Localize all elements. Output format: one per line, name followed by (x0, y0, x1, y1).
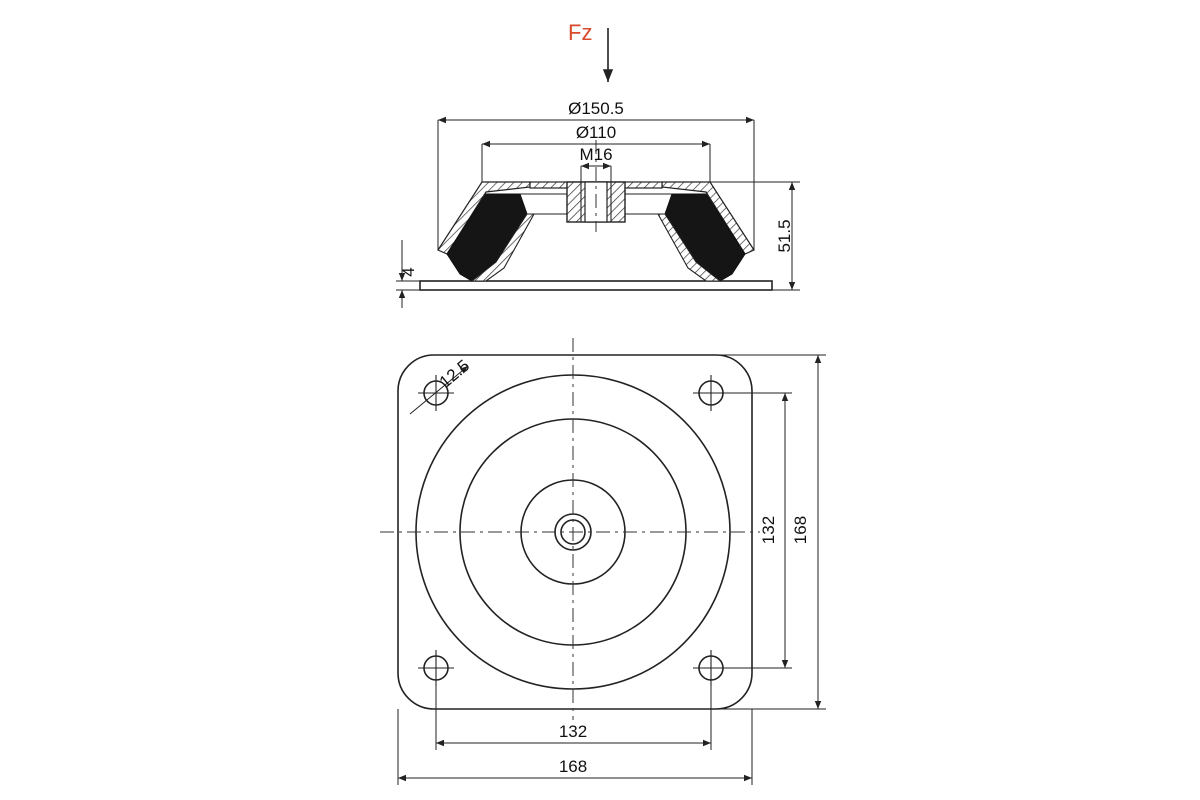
base-plate (419, 280, 773, 291)
dim-corner-radius-label: 12.5 (436, 356, 474, 392)
dim-inner-diameter: Ø110 (481, 123, 711, 182)
dim-height-label: 51.5 (775, 219, 794, 252)
dim-hole-spacing-h-label: 132 (559, 722, 587, 741)
force-indicator: Fz (568, 20, 614, 82)
side-section-view: Ø150.5 Ø110 M16 51.5 (396, 99, 800, 308)
dim-plate-height: 168 (716, 354, 826, 710)
dim-plate-thickness: 4 (396, 240, 420, 308)
dim-inner-diameter-label: Ø110 (576, 123, 616, 142)
dim-hole-spacing-h: 132 (435, 680, 712, 750)
dim-outer-diameter: Ø150.5 (437, 99, 755, 250)
dim-plate-height-label: 168 (791, 516, 810, 544)
dim-plate-width: 168 (397, 709, 753, 785)
dim-thread-label: M16 (579, 145, 612, 164)
dim-plate-thickness-label: 4 (399, 267, 418, 276)
dim-hole-spacing-v-label: 132 (759, 516, 778, 544)
dim-hole-spacing-v: 132 (723, 392, 792, 669)
force-label: Fz (568, 20, 592, 45)
dim-corner-radius: 12.5 (409, 356, 474, 415)
dim-outer-diameter-label: Ø150.5 (568, 99, 624, 118)
dim-height: 51.5 (710, 181, 800, 291)
top-view: 12.5 132 168 132 168 (380, 338, 826, 785)
dim-thread: M16 (579, 145, 613, 182)
dim-plate-width-label: 168 (559, 757, 587, 776)
